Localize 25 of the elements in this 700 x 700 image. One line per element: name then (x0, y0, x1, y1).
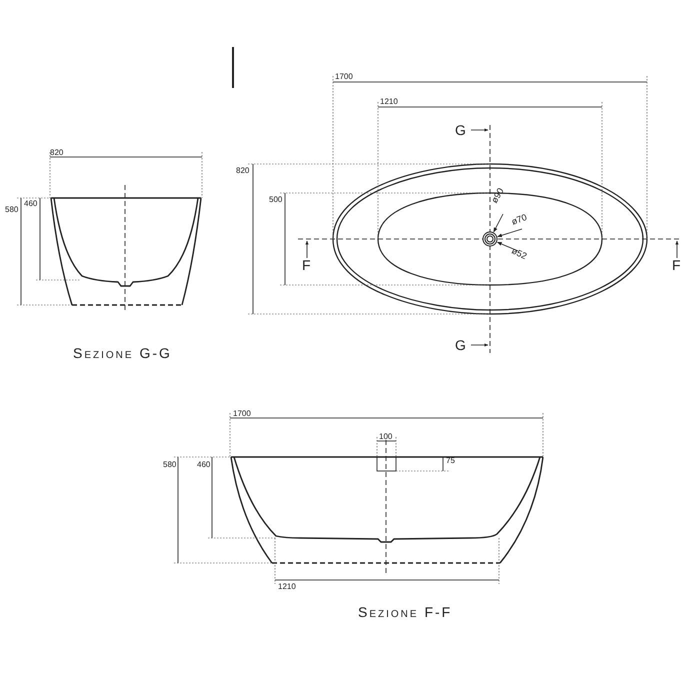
diameter-label: ø52 (510, 246, 528, 262)
dimension-value: 1700 (335, 72, 353, 81)
dimension-value: 1700 (233, 409, 251, 418)
section-title: Sezione F-F (358, 604, 452, 620)
section-letter: F (672, 258, 681, 273)
leader-line (496, 242, 518, 252)
section-letter: G (455, 123, 466, 138)
dimension-value: 580 (5, 205, 18, 214)
dimension-value: 460 (24, 199, 38, 208)
dimension-value: 1210 (380, 97, 398, 106)
dimension-value: 500 (269, 195, 282, 204)
diameter-label: ø70 (510, 212, 528, 227)
section-letter: G (455, 338, 466, 353)
dimension-value: 820 (236, 166, 250, 175)
dimension-value: 100 (379, 432, 392, 441)
dimension-value: 75 (446, 456, 455, 465)
dimension-value: 460 (197, 460, 210, 469)
dimension-value: 580 (163, 460, 176, 469)
leader-line (493, 214, 504, 232)
section-title: Sezione G-G (73, 345, 172, 361)
section-letter: F (302, 258, 311, 273)
dimension-value: 1210 (278, 582, 296, 591)
dimension-value: 820 (50, 148, 64, 157)
drain-icon (482, 231, 498, 247)
leader-line (497, 228, 522, 238)
